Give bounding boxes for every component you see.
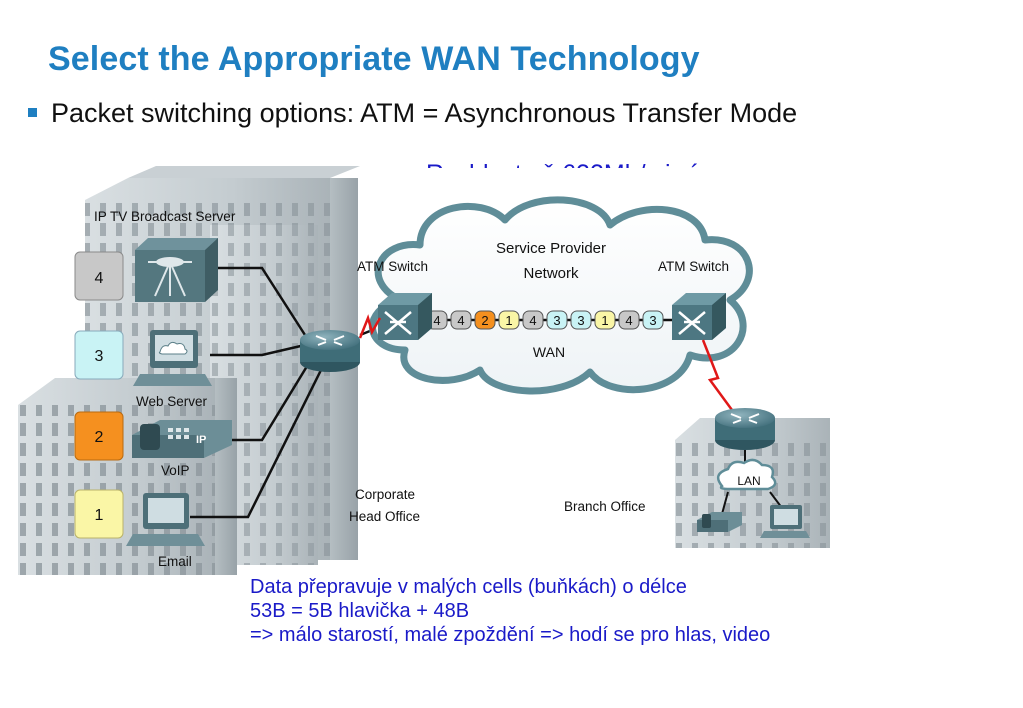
service-provider-cloud <box>369 196 753 395</box>
atm-cell-label: 2 <box>481 313 488 328</box>
atm-cell-bg <box>498 310 520 330</box>
atm-cell-bg <box>594 310 616 330</box>
atm-cell-bg <box>570 310 592 330</box>
web-server-label: Web Server <box>136 394 208 409</box>
atm-cell-label: 4 <box>529 313 536 328</box>
iptv-server-label: IP TV Broadcast Server <box>94 209 236 224</box>
corporate-router-icon <box>300 330 360 372</box>
atm-cell-label: 4 <box>433 313 440 328</box>
atm-switch-right-label: ATM Switch <box>658 259 729 274</box>
email-label: Email <box>158 554 192 569</box>
corporate-label-line1: Corporate <box>355 487 415 502</box>
email-pc-icon <box>126 493 205 546</box>
atm-cell-label: 3 <box>553 313 560 328</box>
atm-cell: 3 <box>642 310 664 330</box>
note-line-1: Data přepravuje v malých cells (buňkách)… <box>250 576 687 598</box>
atm-cell: 4 <box>618 310 640 330</box>
branch-pc-icon <box>760 505 810 538</box>
atm-cell: 2 <box>474 310 496 330</box>
atm-cell: 1 <box>498 310 520 330</box>
serial-link-left <box>358 314 382 339</box>
priority-box-1-label: 1 <box>95 507 104 524</box>
atm-cell-bg <box>450 310 472 330</box>
notes-block: Data přepravuje v malých cells (buňkách)… <box>250 575 770 647</box>
slide-title: Select the Appropriate WAN Technology <box>48 40 700 78</box>
atm-cell-label: 3 <box>577 313 584 328</box>
bullet-item: Packet switching options: ATM = Asynchro… <box>28 98 797 129</box>
lan-links <box>190 266 386 519</box>
priority-box-4-label: 4 <box>95 270 104 287</box>
priority-box-4: 4 <box>74 251 124 301</box>
priority-box-1: 1 <box>74 489 124 539</box>
priority-box-2: 2 <box>74 411 124 461</box>
atm-cell-label: 4 <box>625 313 632 328</box>
serial-link-right <box>701 339 734 411</box>
priority-box-3-label: 3 <box>95 348 104 365</box>
lan-cloud-icon <box>716 458 777 491</box>
branch-phone-icon <box>697 512 742 532</box>
branch-router-icon <box>715 408 775 450</box>
priority-box-2-label: 2 <box>95 429 104 446</box>
priority-box-3: 3 <box>74 330 124 380</box>
atm-cell-label: 1 <box>505 313 512 328</box>
atm-cell: 1 <box>594 310 616 330</box>
branch-office-label: Branch Office <box>564 499 646 514</box>
atm-cell-bg <box>474 310 496 330</box>
wan-label: WAN <box>533 344 565 360</box>
voip-ip-tag: IP <box>196 434 206 446</box>
voip-label: VoIP <box>161 463 190 478</box>
atm-switch-right-icon <box>672 293 726 340</box>
iptv-server-icon <box>135 238 218 302</box>
atm-cell: 3 <box>546 310 568 330</box>
atm-cell-bg <box>522 310 544 330</box>
atm-cell-label: 1 <box>601 313 608 328</box>
corporate-label-line2: Head Office <box>349 509 420 524</box>
bullet-square-icon <box>28 108 37 117</box>
lan-label: LAN <box>737 474 760 488</box>
voip-phone-icon: IP <box>132 420 232 458</box>
priority-box-3-bg <box>74 330 124 380</box>
atm-cell-bg <box>618 310 640 330</box>
atm-switch-left-label: ATM Switch <box>357 259 428 274</box>
priority-box-2-bg <box>74 411 124 461</box>
web-server-icon <box>133 330 212 386</box>
atm-cell: 4 <box>522 310 544 330</box>
note-line-3: => málo starostí, malé zpoždění => hodí … <box>250 624 771 646</box>
atm-cell-label: 4 <box>457 313 464 328</box>
atm-cell-label: 3 <box>649 313 656 328</box>
cloud-label-line2: Network <box>523 265 579 282</box>
atm-cells: 4 4 2 1 4 3 3 1 4 3 <box>426 310 664 330</box>
atm-switch-left-icon <box>378 293 432 340</box>
atm-cell-bg <box>546 310 568 330</box>
note-line-2: 53B = 5B hlavička + 48B <box>250 600 470 622</box>
cloud-label-line1: Service Provider <box>496 240 606 257</box>
priority-box-4-bg <box>74 251 124 301</box>
atm-cell: 3 <box>570 310 592 330</box>
atm-cell-bg <box>642 310 664 330</box>
bullet-text: Packet switching options: ATM = Asynchro… <box>51 98 798 128</box>
atm-cell: 4 <box>450 310 472 330</box>
priority-box-1-bg <box>74 489 124 539</box>
